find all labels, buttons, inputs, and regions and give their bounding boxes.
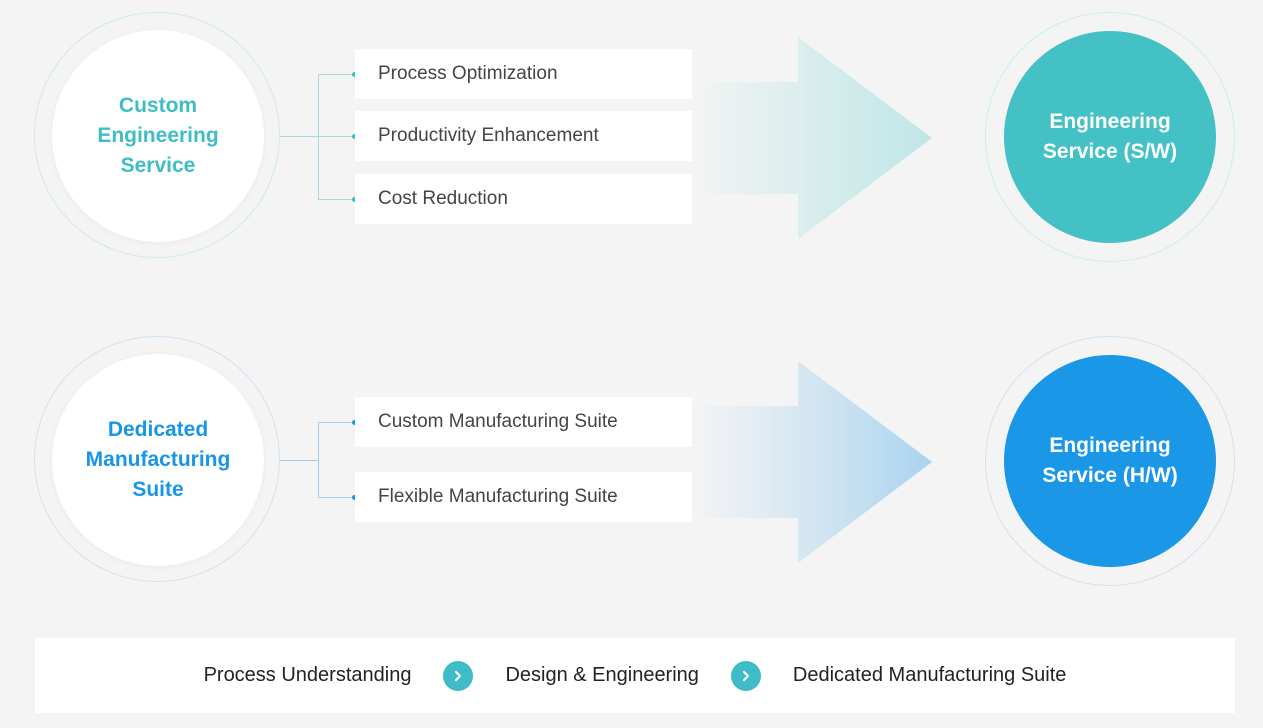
list-item: Process Optimization bbox=[355, 49, 692, 99]
flow-arrow bbox=[690, 361, 932, 563]
source-circle: Dedicated Manufacturing Suite bbox=[52, 354, 264, 566]
process-bar: Process Understanding Design & Engineeri… bbox=[35, 638, 1235, 713]
connector-stem bbox=[280, 136, 318, 137]
source-ring bbox=[34, 12, 280, 258]
bullet-dot bbox=[352, 72, 357, 77]
chevron-right-icon bbox=[730, 660, 761, 691]
chevron-right-icon bbox=[443, 660, 474, 691]
list-item: Cost Reduction bbox=[355, 174, 692, 224]
process-step: Dedicated Manufacturing Suite bbox=[792, 664, 1067, 686]
bullet-dot bbox=[352, 197, 357, 202]
target-ring bbox=[985, 336, 1235, 586]
connector-branch bbox=[318, 136, 356, 137]
source-title: Custom Engineering Service bbox=[97, 94, 219, 177]
row-engineering-software: Custom Engineering Service Process Optim… bbox=[0, 12, 1263, 262]
row-engineering-hardware: Dedicated Manufacturing Suite Custom Man… bbox=[0, 336, 1263, 586]
bullet-dot bbox=[352, 495, 357, 500]
list-item: Productivity Enhancement bbox=[355, 111, 692, 161]
process-step: Process Understanding bbox=[203, 664, 412, 686]
target-ring bbox=[985, 12, 1235, 262]
connector-bracket bbox=[318, 422, 356, 498]
source-circle: Custom Engineering Service bbox=[52, 30, 264, 242]
bullet-dot bbox=[352, 134, 357, 139]
source-title: Dedicated Manufacturing Suite bbox=[85, 418, 231, 501]
flow-arrow bbox=[690, 37, 932, 239]
process-step: Design & Engineering bbox=[505, 664, 699, 686]
bullet-dot bbox=[352, 420, 357, 425]
target-title: Engineering Service (S/W) bbox=[1042, 110, 1178, 163]
source-ring bbox=[34, 336, 280, 582]
connector-bracket bbox=[318, 74, 356, 200]
connector-stem bbox=[280, 460, 318, 461]
target-circle: Engineering Service (H/W) bbox=[1004, 355, 1216, 567]
target-title: Engineering Service (H/W) bbox=[1042, 434, 1178, 487]
list-item: Flexible Manufacturing Suite bbox=[355, 472, 692, 522]
list-item: Custom Manufacturing Suite bbox=[355, 397, 692, 447]
target-circle: Engineering Service (S/W) bbox=[1004, 31, 1216, 243]
